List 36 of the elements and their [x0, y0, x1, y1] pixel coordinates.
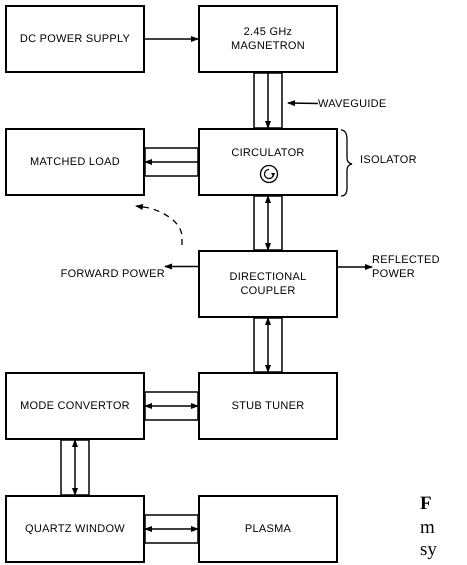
box-label: MATCHED LOAD	[30, 155, 120, 169]
process-box	[198, 128, 338, 196]
annotation-label: REFLECTED POWER	[372, 253, 441, 281]
waveguide-arrow	[144, 391, 199, 421]
waveguide-arrow	[144, 514, 199, 544]
process-box	[5, 372, 145, 440]
annotation-label: WAVEGUIDE	[318, 96, 386, 110]
process-box	[5, 5, 145, 73]
box-label: PLASMA	[244, 522, 292, 536]
box-label: CIRCULATOR	[231, 146, 305, 160]
process-box	[198, 250, 338, 318]
process-box	[198, 5, 338, 73]
leader-arrow	[287, 100, 318, 106]
box-label: STUB TUNER	[232, 399, 304, 413]
box-label: DIRECTIONAL COUPLER	[228, 270, 308, 298]
arrow	[338, 264, 373, 270]
box-label: DC POWER SUPPLY	[20, 32, 130, 46]
annotation-label: FORWARD POWER	[60, 267, 165, 281]
process-box	[5, 495, 145, 563]
caption-fragment: m	[420, 518, 435, 537]
waveguide-arrow	[144, 147, 199, 177]
waveguide-arrow	[253, 317, 283, 373]
box-label: 2.45 GHz MAGNETRON	[230, 25, 306, 53]
box-label: MODE CONVERTOR	[20, 399, 130, 413]
process-box	[198, 372, 338, 440]
group-label: ISOLATOR	[360, 155, 417, 166]
arrow	[145, 36, 199, 42]
arrow	[164, 264, 198, 270]
box-label: QUARTZ WINDOW	[25, 522, 125, 536]
waveguide-arrow	[253, 195, 283, 251]
process-box	[5, 128, 145, 196]
process-box	[198, 495, 338, 563]
caption-fragment: F	[420, 494, 432, 513]
caption-fragment: sy	[420, 540, 437, 559]
waveguide-arrow	[60, 439, 90, 496]
waveguide-arrow	[253, 72, 283, 129]
